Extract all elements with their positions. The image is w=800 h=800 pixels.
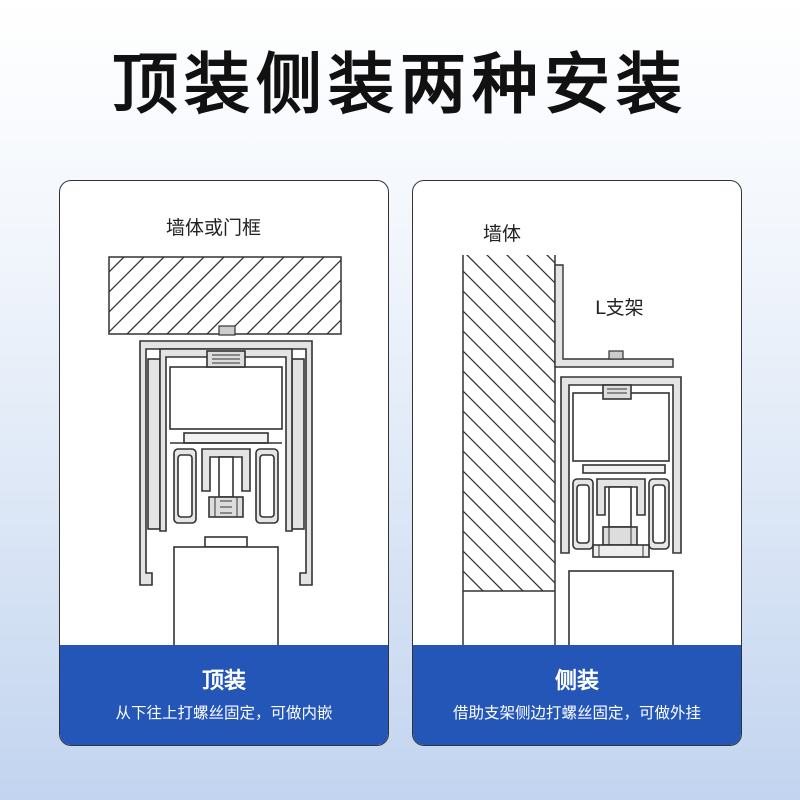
track-profile (139, 340, 313, 586)
side-mount-footer: 侧装 借助支架侧边打螺丝固定，可做外挂 (413, 645, 741, 745)
wall-block (463, 255, 555, 591)
footer-title: 侧装 (554, 669, 599, 694)
ceiling-block (109, 257, 341, 334)
page-title: 顶装侧装两种安装 (112, 46, 688, 123)
footer-title: 顶装 (201, 669, 246, 694)
top-mount-diagram (108, 256, 342, 647)
door-panel (568, 570, 674, 647)
wall-label: 墙体 (483, 223, 522, 245)
side-mount-card: 墙体 L支架 侧装 借助支架侧边打螺丝固定，可做外挂 (412, 180, 742, 746)
footer-description: 从下往上打螺丝固定，可做内嵌 (115, 704, 333, 722)
side-mount-diagram (462, 255, 682, 647)
door-panel (173, 546, 279, 647)
l-bracket (554, 264, 674, 368)
track-profile (560, 376, 682, 558)
top-mount-card: 墙体或门框 顶装 从下往上打螺丝固定，可做内嵌 (59, 180, 389, 746)
wall-label: 墙体或门框 (166, 217, 262, 239)
bracket-label: L支架 (595, 297, 644, 319)
footer-description: 借助支架侧边打螺丝固定，可做外挂 (452, 704, 701, 722)
top-mount-footer: 顶装 从下往上打螺丝固定，可做内嵌 (60, 645, 388, 745)
